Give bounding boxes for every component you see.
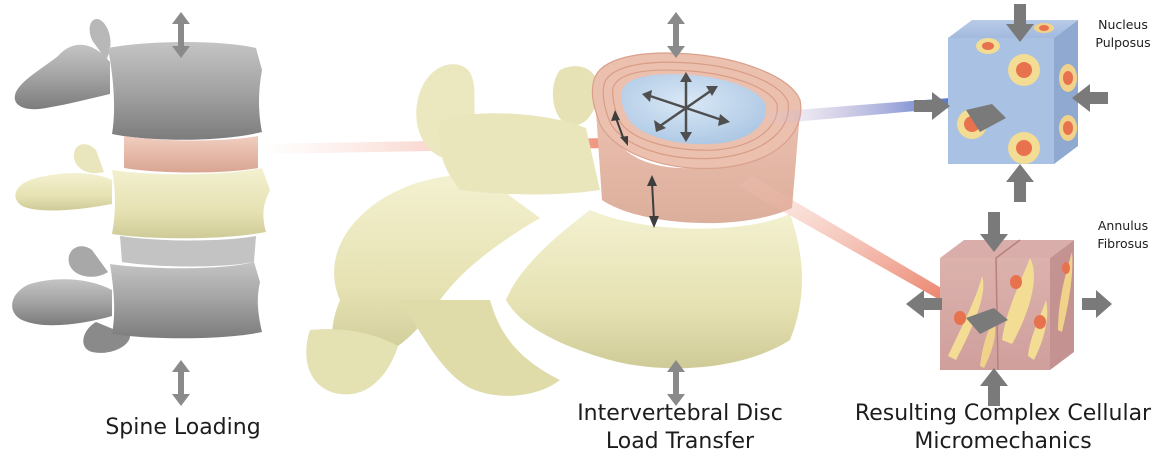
lower-disc <box>120 236 256 267</box>
disc-caption-line-2: Load Transfer <box>540 428 820 456</box>
upper-disc <box>124 136 258 173</box>
lower-facet <box>69 246 108 276</box>
intervertebral-disc-illustration <box>306 12 802 406</box>
annulus-label-line-2: Fibrosus <box>1080 235 1166 253</box>
lower-spinous-process <box>12 279 112 325</box>
cellular-caption-line-1: Resulting Complex Cellular <box>838 400 1168 428</box>
disc-load-transfer-caption: Intervertebral Disc Load Transfer <box>540 400 820 456</box>
middle-facet <box>74 144 104 173</box>
disc-caption-line-1: Intervertebral Disc <box>540 400 820 428</box>
upper-spinous-process <box>15 45 110 109</box>
vertebra-lamina <box>439 113 600 194</box>
vertebral-body <box>506 210 802 368</box>
annulus-fibrosus-label: Annulus Fibrosus <box>1080 217 1166 253</box>
upper-vertebral-body <box>108 42 262 140</box>
nucleus-label-line-2: Pulposus <box>1080 34 1166 52</box>
spine-segment-illustration <box>12 12 270 406</box>
middle-spinous-process <box>15 173 112 210</box>
middle-vertebral-body <box>112 168 270 238</box>
annulus-label-line-1: Annulus <box>1080 217 1166 235</box>
spine-bottom-load-arrow-icon <box>172 360 190 406</box>
nucleus-pulposus-cube <box>914 4 1108 202</box>
lower-vertebral-body <box>110 262 262 338</box>
cellular-micromechanics-caption: Resulting Complex Cellular Micromechanic… <box>838 400 1168 456</box>
nucleus-label-line-1: Nucleus <box>1080 16 1166 34</box>
nucleus-pulposus-label: Nucleus Pulposus <box>1080 16 1166 52</box>
spine-loading-text: Spine Loading <box>105 415 260 440</box>
cellular-caption-line-2: Micromechanics <box>838 428 1168 456</box>
np-cube-side <box>1054 20 1078 164</box>
spine-loading-caption: Spine Loading <box>88 414 278 442</box>
disc-top-load-arrow-icon <box>667 12 685 58</box>
vertebra-superior-process-right <box>553 66 598 125</box>
